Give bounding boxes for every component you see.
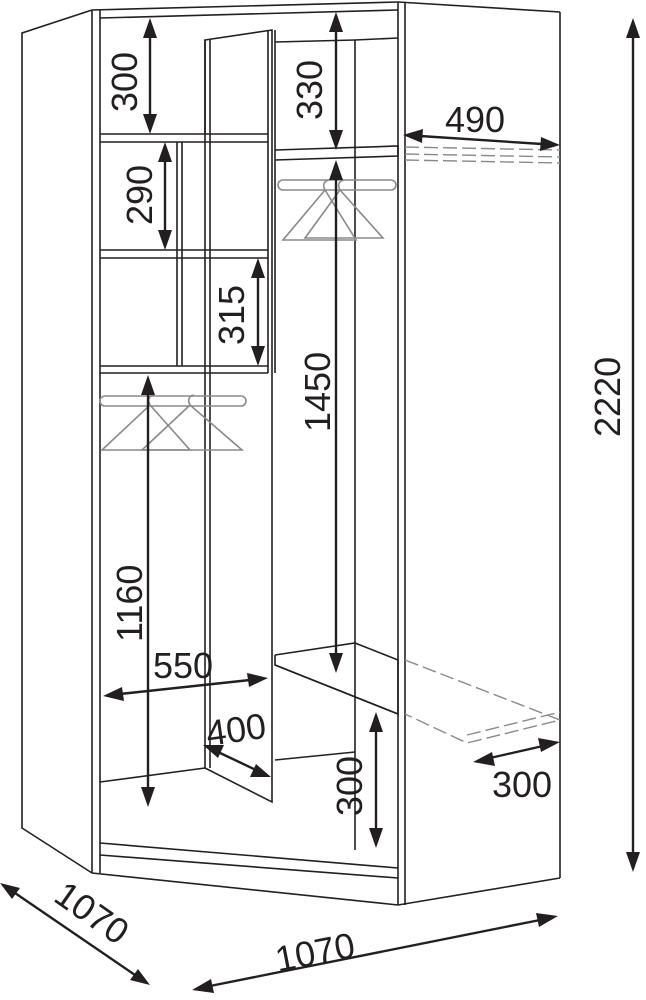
dim-line-1070-left [0, 883, 150, 985]
label-490: 490 [445, 99, 505, 140]
dim-line-300-top [143, 18, 157, 134]
label-330: 330 [289, 60, 330, 120]
open-door [204, 29, 273, 804]
dim-line-300-shelf [473, 738, 560, 766]
dim-line-290 [158, 142, 172, 250]
label-290: 290 [119, 165, 160, 225]
label-1160: 1160 [109, 565, 150, 642]
label-315: 315 [211, 285, 252, 345]
dim-line-2220 [626, 18, 640, 872]
dim-line-1450 [329, 160, 343, 673]
left-shelf-column [100, 30, 276, 374]
dim-line-330 [329, 12, 343, 150]
dim-line-315 [251, 258, 265, 366]
label-2220: 2220 [587, 357, 628, 437]
dim-line-400 [203, 745, 271, 777]
left-hangers [99, 394, 245, 451]
ghost-bottom-shelf [404, 659, 563, 744]
label-1070-right: 1070 [272, 924, 358, 980]
right-hangers [281, 179, 385, 241]
dim-line-1160 [141, 375, 155, 807]
label-300-shelf: 300 [492, 764, 552, 805]
label-300-top: 300 [104, 52, 145, 112]
dim-line-490 [403, 129, 560, 151]
dim-line-300-bottom [369, 712, 383, 848]
right-bottom-shelf [274, 642, 399, 716]
left-hanging-rail [99, 395, 247, 407]
label-550: 550 [153, 645, 213, 686]
label-1070-left: 1070 [47, 873, 136, 953]
label-1450: 1450 [297, 352, 338, 432]
bottom-plinth [91, 751, 399, 906]
left-side-panel [21, 9, 101, 874]
dim-line-550 [103, 673, 268, 701]
label-300-bottom: 300 [329, 756, 370, 816]
label-400: 400 [203, 705, 268, 754]
top-panel [91, 1, 399, 19]
ghost-top-shelf [404, 146, 561, 164]
dim-line-1070-right [192, 913, 558, 993]
